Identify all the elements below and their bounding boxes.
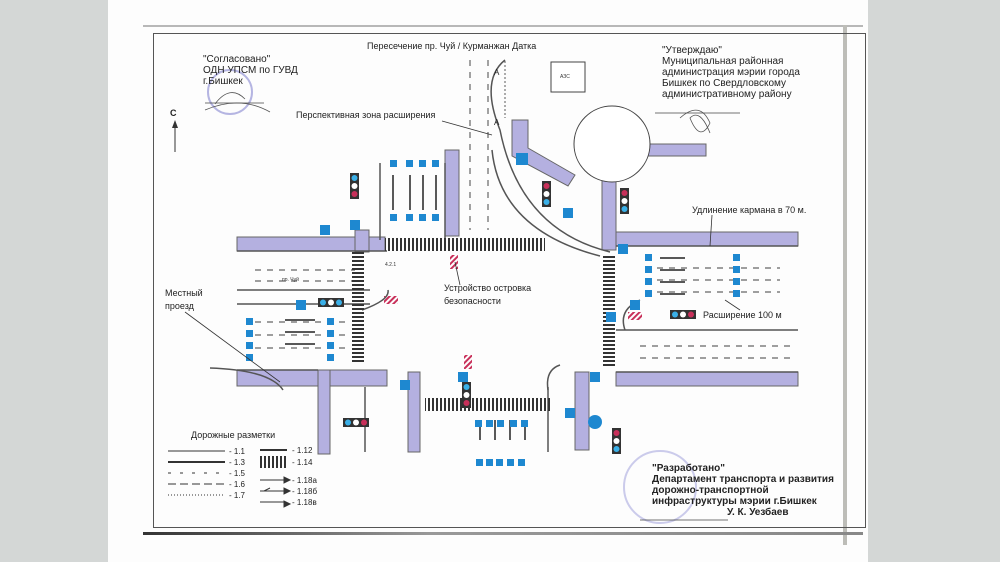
crosswalk-west bbox=[352, 252, 364, 362]
sidewalk-east-north bbox=[615, 231, 799, 247]
approval-right-line: "Утверждаю" bbox=[662, 45, 722, 56]
sidewalk-east-south bbox=[615, 371, 799, 387]
approval-left-line: "Согласовано" bbox=[203, 54, 271, 65]
signature-right bbox=[679, 109, 711, 134]
document-sheet bbox=[108, 0, 868, 562]
crosswalk-east bbox=[603, 256, 615, 366]
label-gas-station: АЗС bbox=[560, 74, 570, 80]
label-pocket-extension: Удлинение кармана в 70 м. bbox=[692, 205, 807, 215]
legend-title: Дорожные разметки bbox=[191, 430, 276, 440]
legend-item: - 1.12 bbox=[292, 446, 313, 455]
approval-right-line: административному району bbox=[662, 89, 792, 100]
label-section-a-top: А bbox=[494, 68, 500, 77]
label-safety-island-1: Устройство островка bbox=[444, 283, 532, 293]
developed-block: "Разработано" Департамент транспорта и р… bbox=[652, 463, 834, 518]
label-sign-code: 4.2.1 bbox=[385, 262, 397, 268]
safety-island-north bbox=[450, 255, 458, 269]
legend-item: - 1.7 bbox=[229, 491, 246, 500]
north-arrow-icon bbox=[172, 120, 178, 152]
legend-item: - 1.6 bbox=[229, 480, 246, 489]
gas-station-box bbox=[550, 61, 586, 93]
legend-item: - 1.5 bbox=[229, 469, 246, 478]
legend-item: - 1.1 bbox=[229, 447, 246, 456]
developed-line: инфраструктуры мэрии г.Бишкек bbox=[652, 496, 817, 507]
approval-block-left: "Согласовано" ОДН УПСМ по ГУВД г.Бишкек bbox=[203, 54, 298, 87]
approval-left-line: г.Бишкек bbox=[203, 76, 243, 87]
legend-item: - 1.18б bbox=[292, 487, 318, 496]
sheet-right-edge bbox=[843, 25, 847, 545]
sidewalk-west-south bbox=[236, 369, 388, 387]
crosswalk-south bbox=[425, 398, 550, 411]
label-expansion-zone: Перспективная зона расширения bbox=[296, 110, 436, 120]
north-label: С bbox=[170, 108, 177, 118]
crosswalk-north bbox=[385, 238, 545, 251]
label-section-a-bottom: А bbox=[494, 118, 500, 127]
sidewalk-azs bbox=[511, 119, 576, 187]
safety-island-south bbox=[464, 355, 472, 369]
developed-signer: У. К. Уезбаев bbox=[727, 507, 789, 518]
label-local-passage-2: проезд bbox=[165, 301, 194, 311]
drawing-frame bbox=[153, 33, 866, 528]
legend-item: - 1.18а bbox=[292, 476, 317, 485]
label-local-passage-1: Местный bbox=[165, 288, 203, 298]
safety-island-east bbox=[628, 312, 642, 320]
sheet-bottom-edge bbox=[143, 532, 863, 535]
legend-graphics bbox=[168, 449, 292, 508]
approval-right-line: администрация мэрии города bbox=[662, 67, 800, 78]
stamp-left bbox=[207, 69, 253, 115]
leader-lines bbox=[184, 61, 741, 383]
sheet-top-edge bbox=[143, 25, 863, 27]
label-street: пр. Чуй bbox=[282, 277, 299, 283]
roundabout bbox=[573, 105, 651, 183]
document-title: Пересечение пр. Чуй / Курманжан Датка bbox=[367, 41, 537, 51]
lane-arrows bbox=[285, 175, 685, 440]
approval-right-line: Муниципальная районная bbox=[662, 56, 784, 67]
legend-item: - 1.14 bbox=[292, 458, 313, 467]
stamp-developed bbox=[623, 450, 697, 524]
lane-markings bbox=[255, 60, 790, 359]
developed-line: дорожно-транспортной bbox=[652, 485, 769, 496]
legend-item: - 1.3 bbox=[229, 458, 246, 467]
road-signs bbox=[246, 153, 740, 466]
traffic-lights bbox=[318, 173, 696, 454]
road-edges bbox=[209, 59, 798, 452]
legend-item: - 1.18в bbox=[292, 498, 317, 507]
label-safety-island-2: безопасности bbox=[444, 296, 501, 306]
safety-island-west bbox=[384, 296, 398, 304]
developed-line: Департамент транспорта и развития bbox=[652, 474, 834, 485]
label-widening: Расширение 100 м bbox=[703, 310, 782, 320]
developed-line: "Разработано" bbox=[652, 463, 725, 474]
approval-left-line: ОДН УПСМ по ГУВД bbox=[203, 65, 298, 76]
approval-right-line: Бишкек по Свердловскому bbox=[662, 78, 787, 89]
approval-block-right: "Утверждаю" Муниципальная районная админ… bbox=[662, 45, 800, 100]
